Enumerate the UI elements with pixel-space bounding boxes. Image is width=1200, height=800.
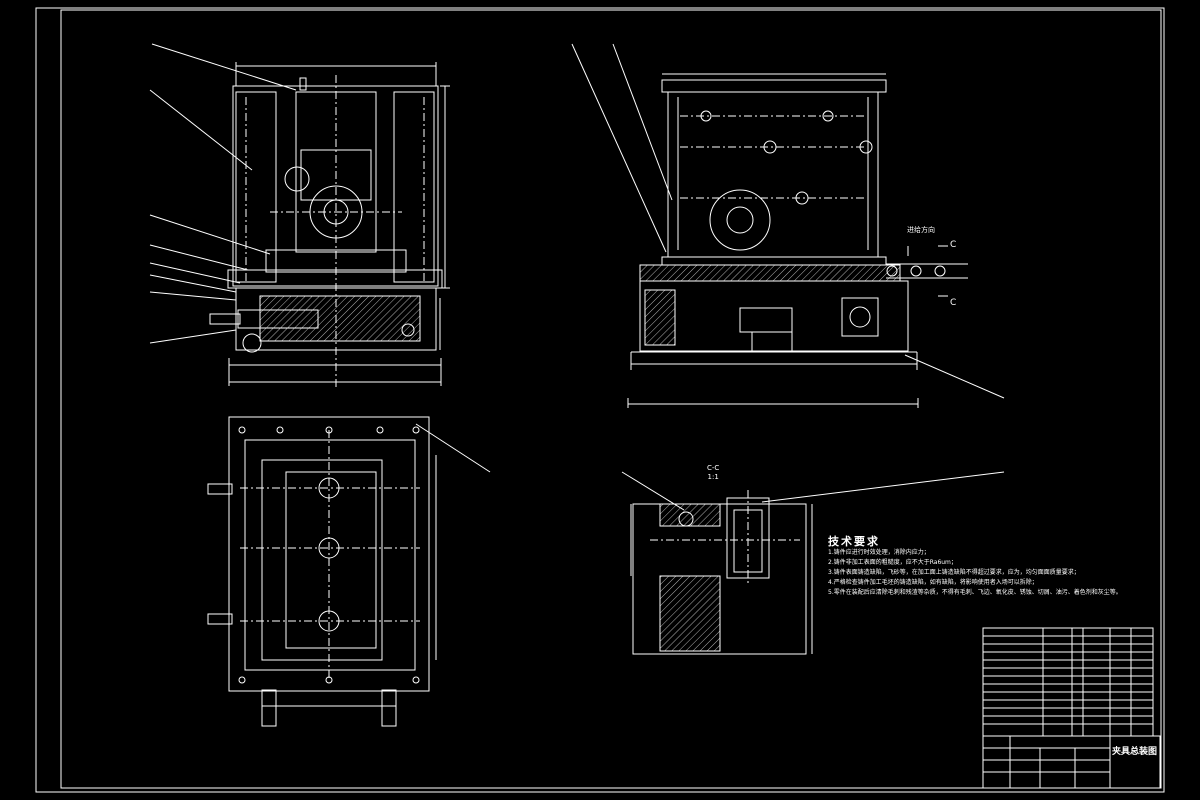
section-scale: 1:1 bbox=[707, 473, 719, 481]
title-block bbox=[982, 627, 1161, 789]
requirement-item: 5.零件在装配后应清除毛刺和残渣等杂质，不得有毛刺、飞边、氧化皮、锈蚀、切屑、油… bbox=[828, 589, 1122, 596]
technical-requirements-title: 技术要求 bbox=[828, 535, 880, 548]
section-marker-top: C bbox=[950, 240, 957, 250]
section-c-c bbox=[621, 471, 1005, 655]
side-view bbox=[571, 43, 1005, 408]
section-marker-bottom: C bbox=[950, 298, 957, 308]
requirement-item: 2.铸件非加工表面的粗糙度，应不大于Ra6um； bbox=[828, 559, 957, 566]
requirement-item: 3.铸件表面铸造缺陷，飞砂等，在加工面上铸造缺陷不得超过要求，应为，均匀面面质量… bbox=[828, 569, 1080, 576]
requirement-item: 4.严格检查铸件加工毛坯的铸造缺陷，如有缺陷，将影响使用者入场可以拆除； bbox=[828, 579, 1038, 586]
inner-border bbox=[60, 9, 1162, 789]
section-label: C-C 1:1 bbox=[707, 464, 719, 482]
drawing-name: 夹具总装图 bbox=[1112, 747, 1158, 757]
section-name: C-C bbox=[707, 464, 720, 472]
feed-direction-label: 进给方向 bbox=[907, 226, 935, 234]
requirement-item: 1.铸件应进行时效处理，消除内应力； bbox=[828, 549, 930, 556]
outer-border bbox=[35, 7, 1165, 793]
front-view bbox=[149, 43, 450, 390]
technical-requirements-list: 1.铸件应进行时效处理，消除内应力； 2.铸件非加工表面的粗糙度，应不大于Ra6… bbox=[828, 548, 1158, 598]
top-view bbox=[207, 416, 491, 727]
